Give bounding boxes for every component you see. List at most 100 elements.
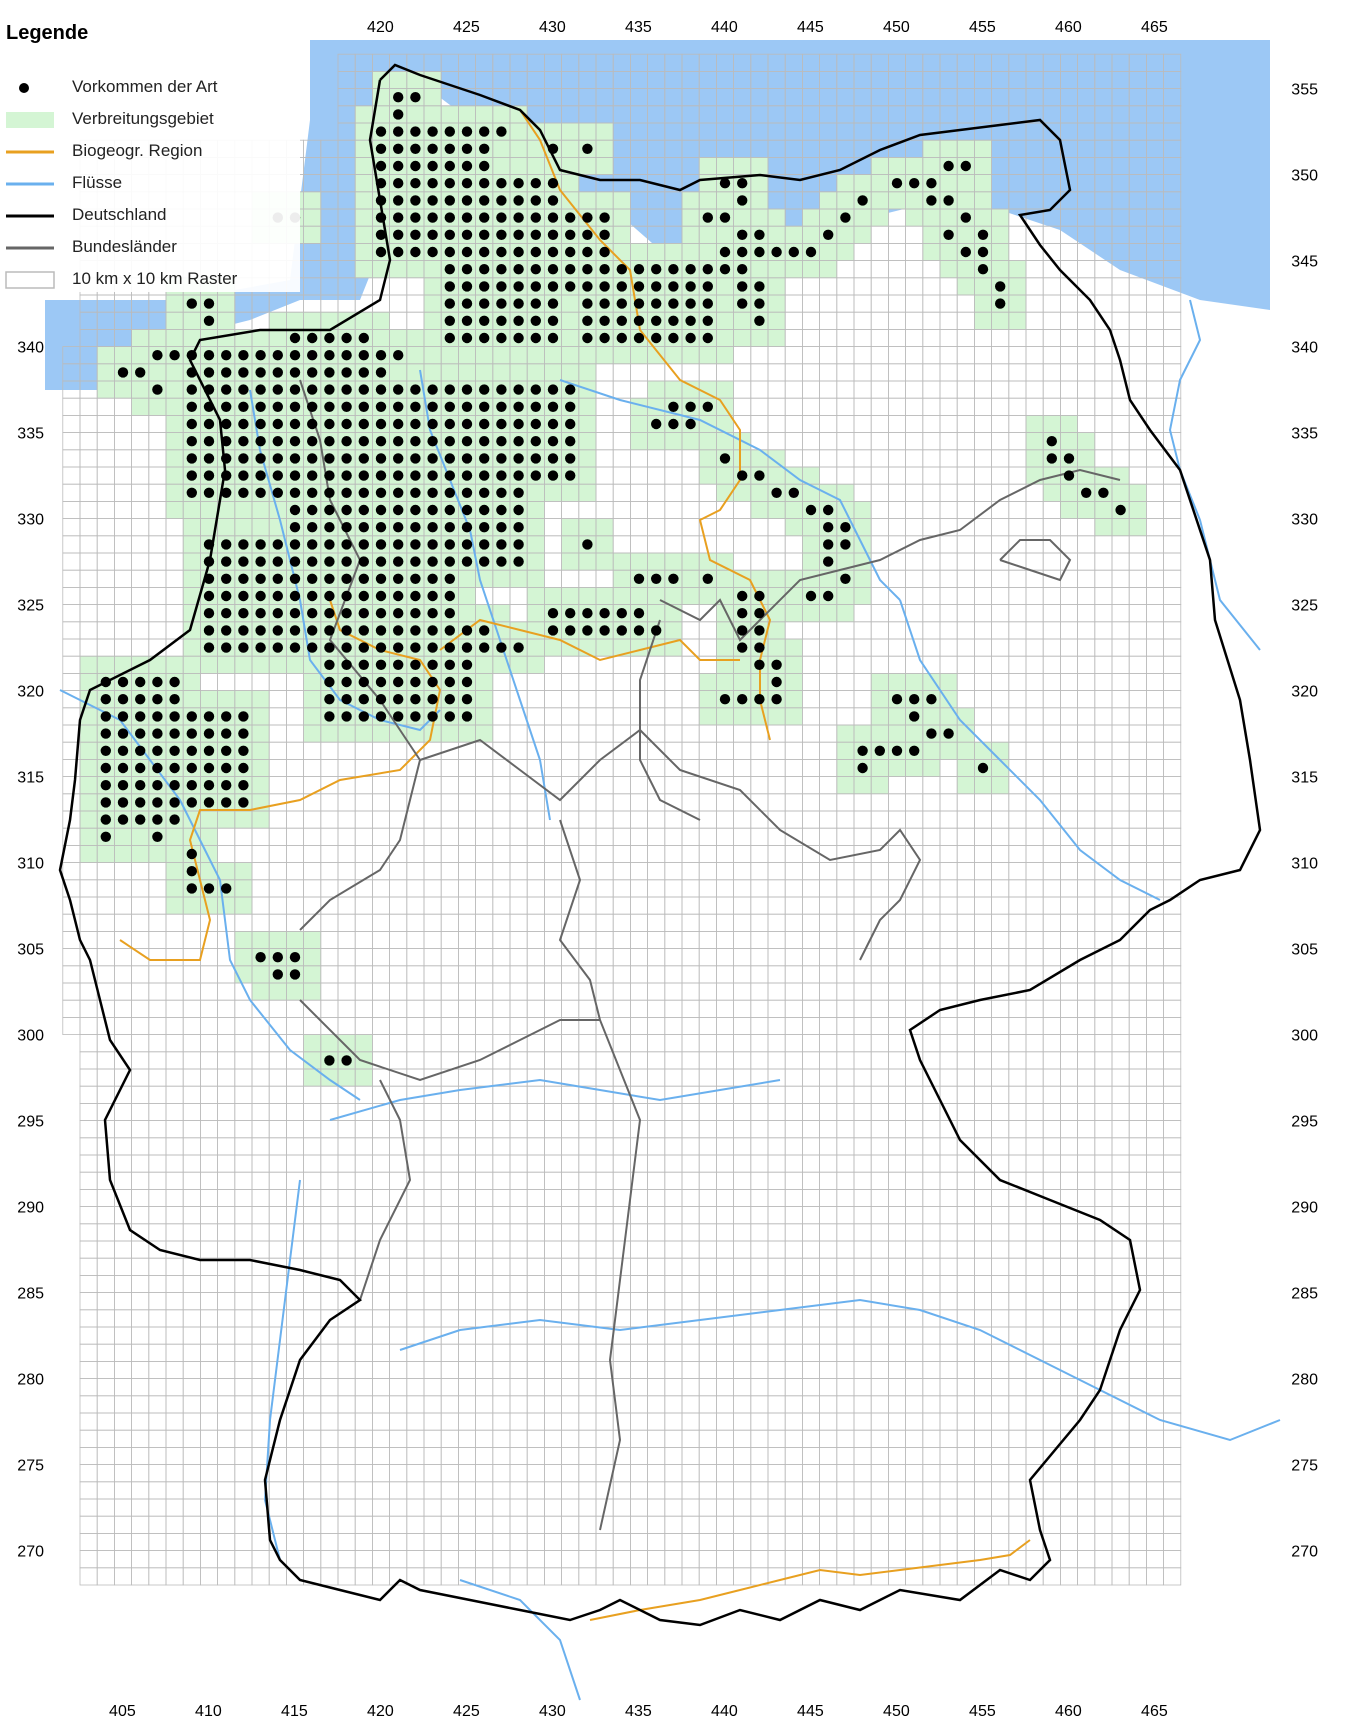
- distribution-cell: [406, 329, 424, 347]
- distribution-cell: [320, 725, 338, 743]
- distribution-cell: [527, 140, 545, 158]
- distribution-cell: [355, 243, 373, 261]
- distribution-cell: [802, 484, 820, 502]
- distribution-cell: [355, 226, 373, 244]
- distribution-cell: [940, 260, 958, 278]
- distribution-cell: [922, 673, 940, 691]
- distribution-cell: [905, 759, 923, 777]
- distribution-cell: [716, 604, 734, 622]
- distribution-cell: [527, 570, 545, 588]
- distribution-cell: [561, 312, 579, 330]
- distribution-cell: [733, 656, 751, 674]
- distribution-cell: [252, 690, 270, 708]
- distribution-cell: [166, 363, 184, 381]
- distribution-cell: [871, 209, 889, 227]
- distribution-cell: [854, 209, 872, 227]
- distribution-cell: [888, 673, 906, 691]
- distribution-cell: [991, 260, 1009, 278]
- distribution-cell: [217, 518, 235, 536]
- distribution-cell: [768, 209, 786, 227]
- distribution-cell: [166, 381, 184, 399]
- distribution-cell: [664, 432, 682, 450]
- distribution-cell: [441, 346, 459, 364]
- distribution-cell: [561, 174, 579, 192]
- distribution-cell: [854, 174, 872, 192]
- distribution-cell: [355, 1069, 373, 1087]
- distribution-cell: [114, 381, 132, 399]
- distribution-cell: [664, 243, 682, 261]
- distribution-cell: [234, 656, 252, 674]
- distribution-cell: [596, 518, 614, 536]
- distribution-cell: [819, 191, 837, 209]
- distribution-cell: [252, 776, 270, 794]
- distribution-cell: [252, 742, 270, 760]
- distribution-cell: [97, 656, 115, 674]
- distribution-cell: [596, 191, 614, 209]
- distribution-cell: [785, 690, 803, 708]
- distribution-cell: [922, 140, 940, 158]
- distribution-cell: [217, 312, 235, 330]
- distribution-cell: [802, 467, 820, 485]
- distribution-cell: [252, 329, 270, 347]
- distribution-cell: [166, 828, 184, 846]
- distribution-cell: [768, 467, 786, 485]
- distribution-cell: [492, 140, 510, 158]
- distribution-cell: [303, 707, 321, 725]
- distribution-cell: [750, 570, 768, 588]
- distribution-cell: [80, 828, 98, 846]
- distribution-cell: [475, 105, 493, 123]
- distribution-cell: [957, 742, 975, 760]
- distribution-cell: [922, 742, 940, 760]
- distribution-cell: [475, 346, 493, 364]
- distribution-cell: [836, 226, 854, 244]
- distribution-cell: [338, 1069, 356, 1087]
- distribution-cell: [578, 398, 596, 416]
- distribution-cell: [940, 707, 958, 725]
- distribution-cell: [871, 673, 889, 691]
- distribution-cell: [1008, 312, 1026, 330]
- distribution-cell: [286, 931, 304, 949]
- distribution-cell: [974, 742, 992, 760]
- distribution-cell: [561, 363, 579, 381]
- distribution-cell: [699, 467, 717, 485]
- distribution-cell: [647, 243, 665, 261]
- distribution-cell: [217, 862, 235, 880]
- distribution-cell: [372, 329, 390, 347]
- distribution-cell: [940, 209, 958, 227]
- distribution-cell: [630, 398, 648, 416]
- distribution-cell: [854, 725, 872, 743]
- distribution-cell: [716, 570, 734, 588]
- distribution-cell: [750, 329, 768, 347]
- distribution-cell: [940, 673, 958, 691]
- distribution-cell: [785, 518, 803, 536]
- distribution-cell: [475, 690, 493, 708]
- distribution-cell: [888, 759, 906, 777]
- distribution-cell: [733, 329, 751, 347]
- distribution-cell: [424, 260, 442, 278]
- distribution-cell: [836, 553, 854, 571]
- distribution-cell: [252, 983, 270, 1001]
- distribution-cell: [544, 363, 562, 381]
- sea-area: [45, 40, 1270, 390]
- distribution-cell: [750, 449, 768, 467]
- distribution-cell: [819, 260, 837, 278]
- distribution-cell: [1026, 432, 1044, 450]
- distribution-cell: [217, 897, 235, 915]
- distribution-cell: [785, 260, 803, 278]
- distribution-cell: [1112, 484, 1130, 502]
- distribution-cell: [802, 535, 820, 553]
- distribution-cell: [510, 656, 528, 674]
- distribution-cell: [647, 346, 665, 364]
- distribution-cell: [871, 776, 889, 794]
- distribution-cell: [355, 209, 373, 227]
- distribution-cell: [458, 105, 476, 123]
- distribution-cell: [750, 209, 768, 227]
- distribution-cell: [252, 707, 270, 725]
- distribution-cell: [355, 174, 373, 192]
- distribution-cell: [716, 329, 734, 347]
- distribution-cell: [355, 725, 373, 743]
- distribution-cell: [991, 776, 1009, 794]
- distribution-cell: [183, 621, 201, 639]
- distribution-cell: [1060, 501, 1078, 519]
- distribution-cell: [871, 157, 889, 175]
